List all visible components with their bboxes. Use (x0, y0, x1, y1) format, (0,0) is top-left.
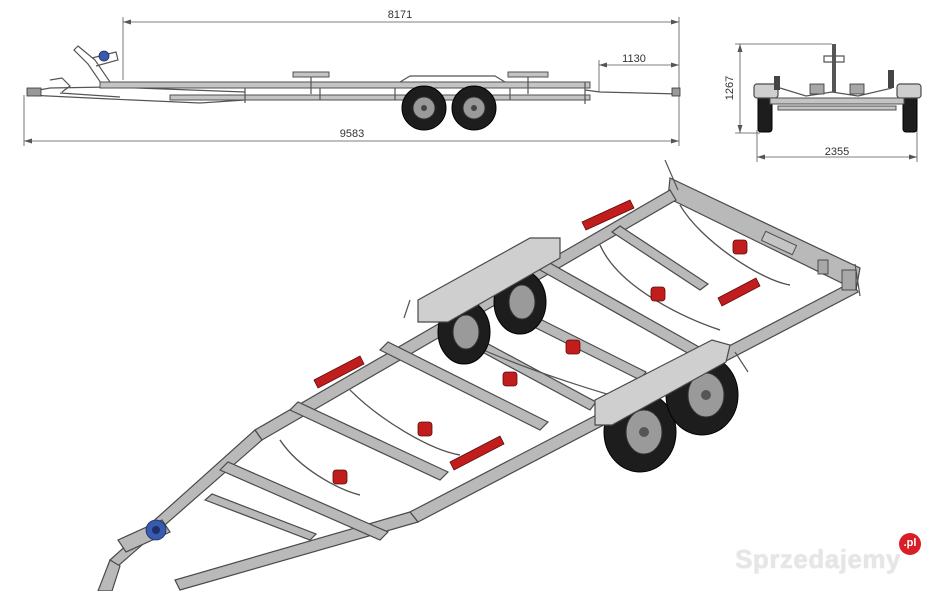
dimension-label-height: 1267 (724, 76, 736, 100)
side-bunks (292, 71, 549, 94)
iso-winch (117, 519, 171, 553)
rear-view: 1267 2355 (724, 43, 922, 162)
iso-bunk-rollers (313, 199, 761, 485)
dimension-label-overhang: 1130 (622, 53, 646, 65)
watermark-badge: .pl (899, 533, 921, 555)
winch-icon (98, 50, 110, 62)
watermark-brand: Sprzedajemy (735, 544, 901, 574)
side-main-frame (99, 81, 681, 104)
side-view: 8171 1130 9583 (23, 9, 681, 146)
iso-drawbar-right (174, 511, 420, 591)
isometric-view (97, 159, 861, 591)
side-drawbar (26, 77, 246, 104)
iso-left-wheels (403, 237, 561, 365)
iso-left-fender (417, 237, 561, 323)
dimension-width: 2355 (756, 130, 918, 162)
side-winch-post (73, 45, 119, 87)
side-wheels (401, 85, 497, 131)
dimension-label-inner-length: 8171 (388, 9, 412, 21)
dimension-overhang: 1130 (598, 53, 679, 92)
dimension-label-total-length: 9583 (340, 128, 364, 140)
dimension-total-length: 9583 (23, 95, 680, 146)
iso-right-wheels (594, 339, 749, 473)
dimension-label-width: 2355 (825, 146, 849, 158)
iso-right-fender (594, 339, 731, 426)
dimension-height: 1267 (724, 43, 832, 134)
dimension-inner-length: 8171 (122, 9, 680, 100)
